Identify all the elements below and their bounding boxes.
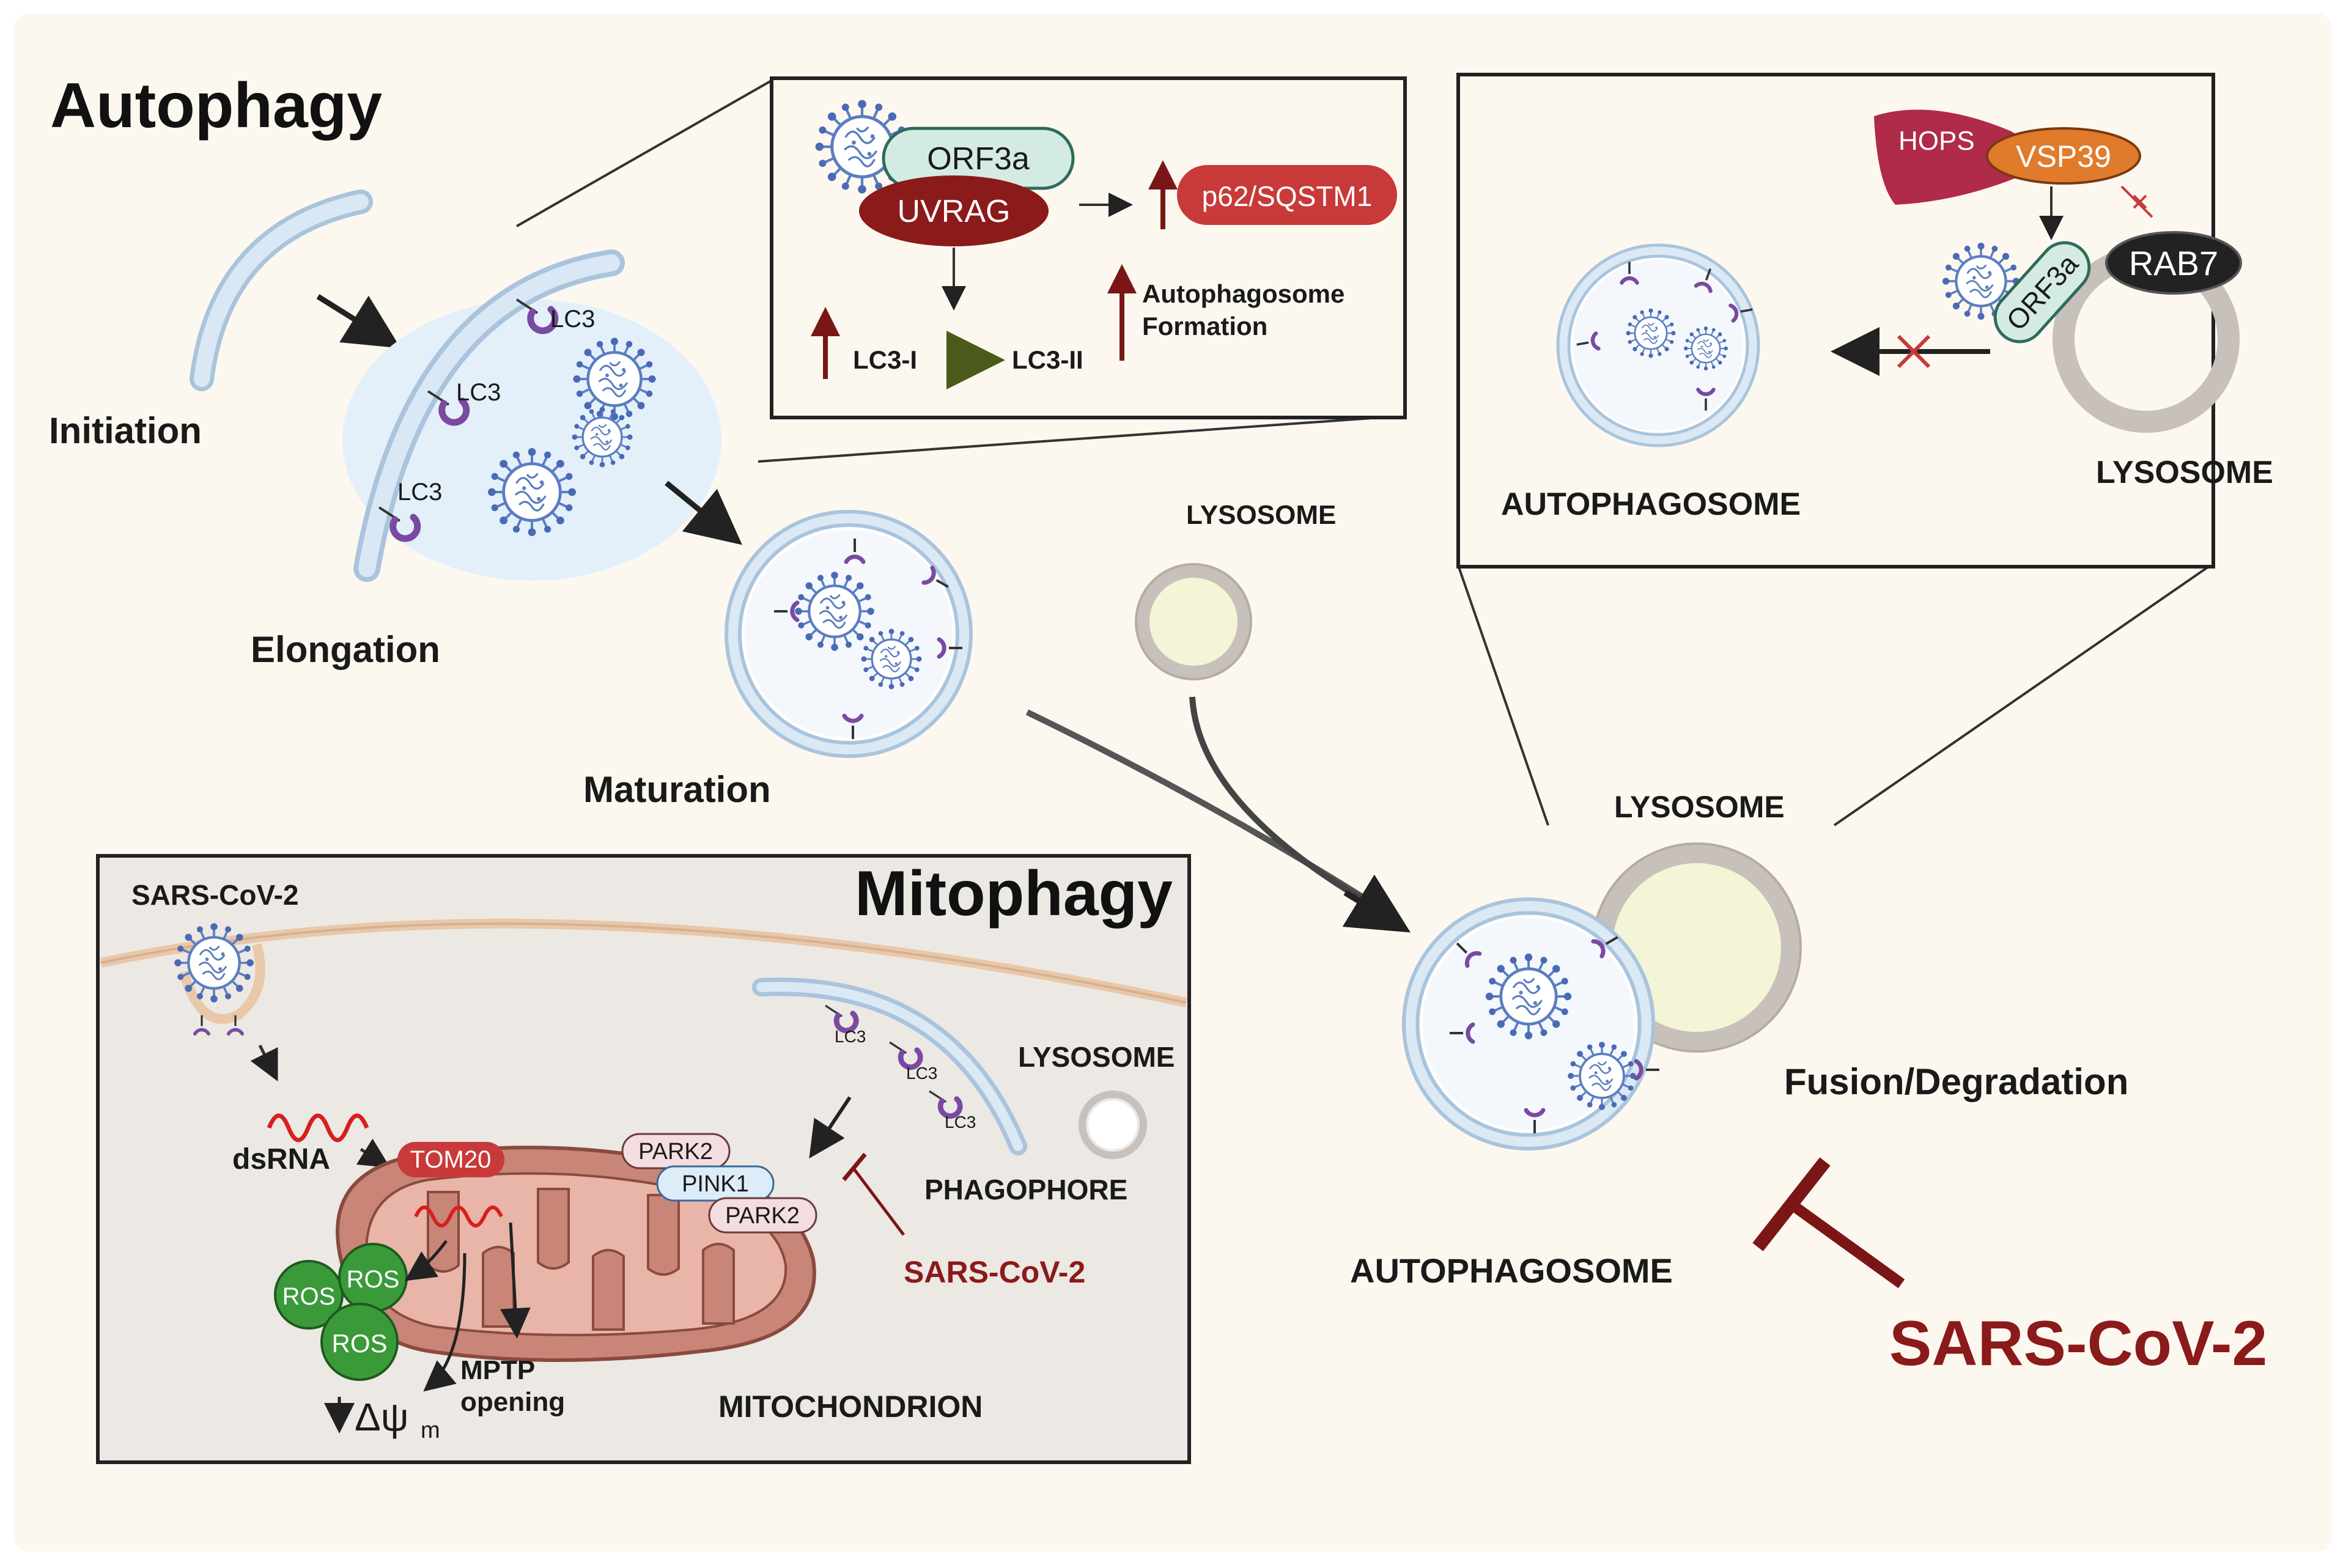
virus-elongation-3 — [488, 448, 576, 536]
stage-initiation-label: Initiation — [49, 410, 202, 451]
stage-fusion-label: Fusion/Degradation — [1784, 1061, 2128, 1102]
mito-lc3-label-2: LC3 — [906, 1064, 937, 1083]
fusion-lysosome-label: LYSOSOME — [1614, 790, 1785, 824]
mitochondrion-label: MITOCHONDRION — [718, 1389, 983, 1424]
autophagy-title: Autophagy — [50, 70, 382, 141]
tom20-label: TOM20 — [410, 1146, 492, 1173]
rab7-ellipse — [2105, 231, 2242, 295]
delta-psi-label: Δψ — [355, 1395, 408, 1439]
uvrag-label: UVRAG — [898, 194, 1011, 229]
mito-sars-label: SARS-CoV-2 — [131, 879, 298, 911]
inset-left-zoom-line-2 — [758, 414, 1407, 463]
tom20-box — [397, 1142, 504, 1177]
inset-right-zoom-line-2 — [1833, 564, 2211, 826]
mito-dsrna — [414, 1205, 503, 1228]
inhibitor-stem — [1788, 1199, 1905, 1289]
ros-label-1: ROS — [282, 1283, 336, 1310]
park2-bottom-label: PARK2 — [725, 1203, 800, 1229]
pink1-box — [656, 1165, 775, 1202]
mito-inhibitor-stem — [852, 1166, 905, 1236]
elongation-lc3-label-2: LC3 — [456, 379, 501, 406]
autophagosome-formation-line1: Autophagosome — [1142, 279, 1345, 308]
vsp39-label: VSP39 — [2016, 139, 2111, 174]
p62-box — [1177, 165, 1397, 225]
ros-label-2: ROS — [347, 1266, 400, 1293]
inset-right-virus-1 — [1625, 307, 1677, 359]
stage-elongation-label: Elongation — [251, 629, 440, 670]
inset-lysosome-label: LYSOSOME — [2096, 455, 2273, 490]
initiation-to-elongation-arrow — [316, 294, 401, 348]
ros-label-3: ROS — [331, 1329, 387, 1358]
phagophore-label: PHAGOPHORE — [924, 1174, 1127, 1205]
hops-complex — [1874, 109, 2032, 205]
hops-label: HOPS — [1898, 126, 1975, 156]
park2-top-label: PARK2 — [638, 1139, 713, 1165]
stage-maturation-label: Maturation — [583, 769, 771, 810]
mptp-line2: opening — [460, 1387, 565, 1417]
elongation-to-maturation-arrow — [665, 480, 742, 545]
orf3a-label: ORF3a — [927, 141, 1030, 177]
inset-right-zoom-line-1 — [1457, 565, 1549, 826]
virus-elongation-2 — [570, 405, 634, 469]
endocytic-pit — [179, 943, 265, 1024]
vsp39-ellipse — [1986, 127, 2141, 185]
ros-3 — [320, 1303, 399, 1381]
delta-psi-subscript: m — [421, 1418, 440, 1443]
mito-virus — [174, 923, 254, 1003]
inset-autophagosome-label: AUTOPHAGOSOME — [1501, 487, 1801, 522]
rab7-label: RAB7 — [2129, 244, 2218, 282]
pink1-label: PINK1 — [682, 1171, 749, 1197]
lc3-i-label: LC3-I — [853, 345, 917, 374]
uvrag-ellipse — [859, 175, 1049, 246]
virus-fusion-1 — [1486, 954, 1571, 1039]
virus-fusion-2 — [1566, 1040, 1637, 1111]
virus-maturation-1 — [795, 572, 874, 651]
mito-lc3-label-1: LC3 — [835, 1027, 866, 1046]
virus-maturation-2 — [860, 627, 923, 691]
lysosome-label: LYSOSOME — [1186, 500, 1336, 530]
virus-elongation-1 — [574, 338, 656, 421]
mito-lc3-label-3: LC3 — [945, 1113, 976, 1132]
dsrna-squiggle — [267, 1113, 369, 1143]
autophagosome-formation-line2: Formation — [1142, 312, 1267, 340]
mito-sars-inhibitor-label: SARS-CoV-2 — [904, 1255, 1085, 1289]
autophagosome-label: AUTOPHAGOSOME — [1350, 1251, 1673, 1290]
mito-lysosome-label: LYSOSOME — [1018, 1041, 1175, 1073]
mito-lysosome — [1079, 1091, 1147, 1159]
inhibitor-bar — [1752, 1157, 1831, 1251]
inset-right-virus-2 — [1683, 325, 1729, 372]
elongation-lc3-label-1: LC3 — [550, 306, 595, 333]
mptp-line1: MPTP — [460, 1355, 535, 1385]
ros-1 — [274, 1260, 344, 1330]
elongation-lc3-label-3: LC3 — [397, 479, 442, 506]
inset-left-zoom-line-1 — [516, 78, 774, 227]
park2-bottom-box — [708, 1197, 817, 1234]
orf3a-inset-box — [1993, 241, 2091, 344]
p62-label: p62/SQSTM1 — [1202, 180, 1373, 212]
arrow-lysosome-to-fusion — [1189, 696, 1384, 914]
sars-cov-2-main-label: SARS-CoV-2 — [1889, 1308, 2267, 1379]
lc3-ii-label: LC3-II — [1012, 345, 1083, 374]
mitophagy-title: Mitophagy — [855, 858, 1173, 929]
mito-inhibitor-bar — [842, 1152, 867, 1182]
dsrna-label: dsRNA — [232, 1143, 330, 1176]
